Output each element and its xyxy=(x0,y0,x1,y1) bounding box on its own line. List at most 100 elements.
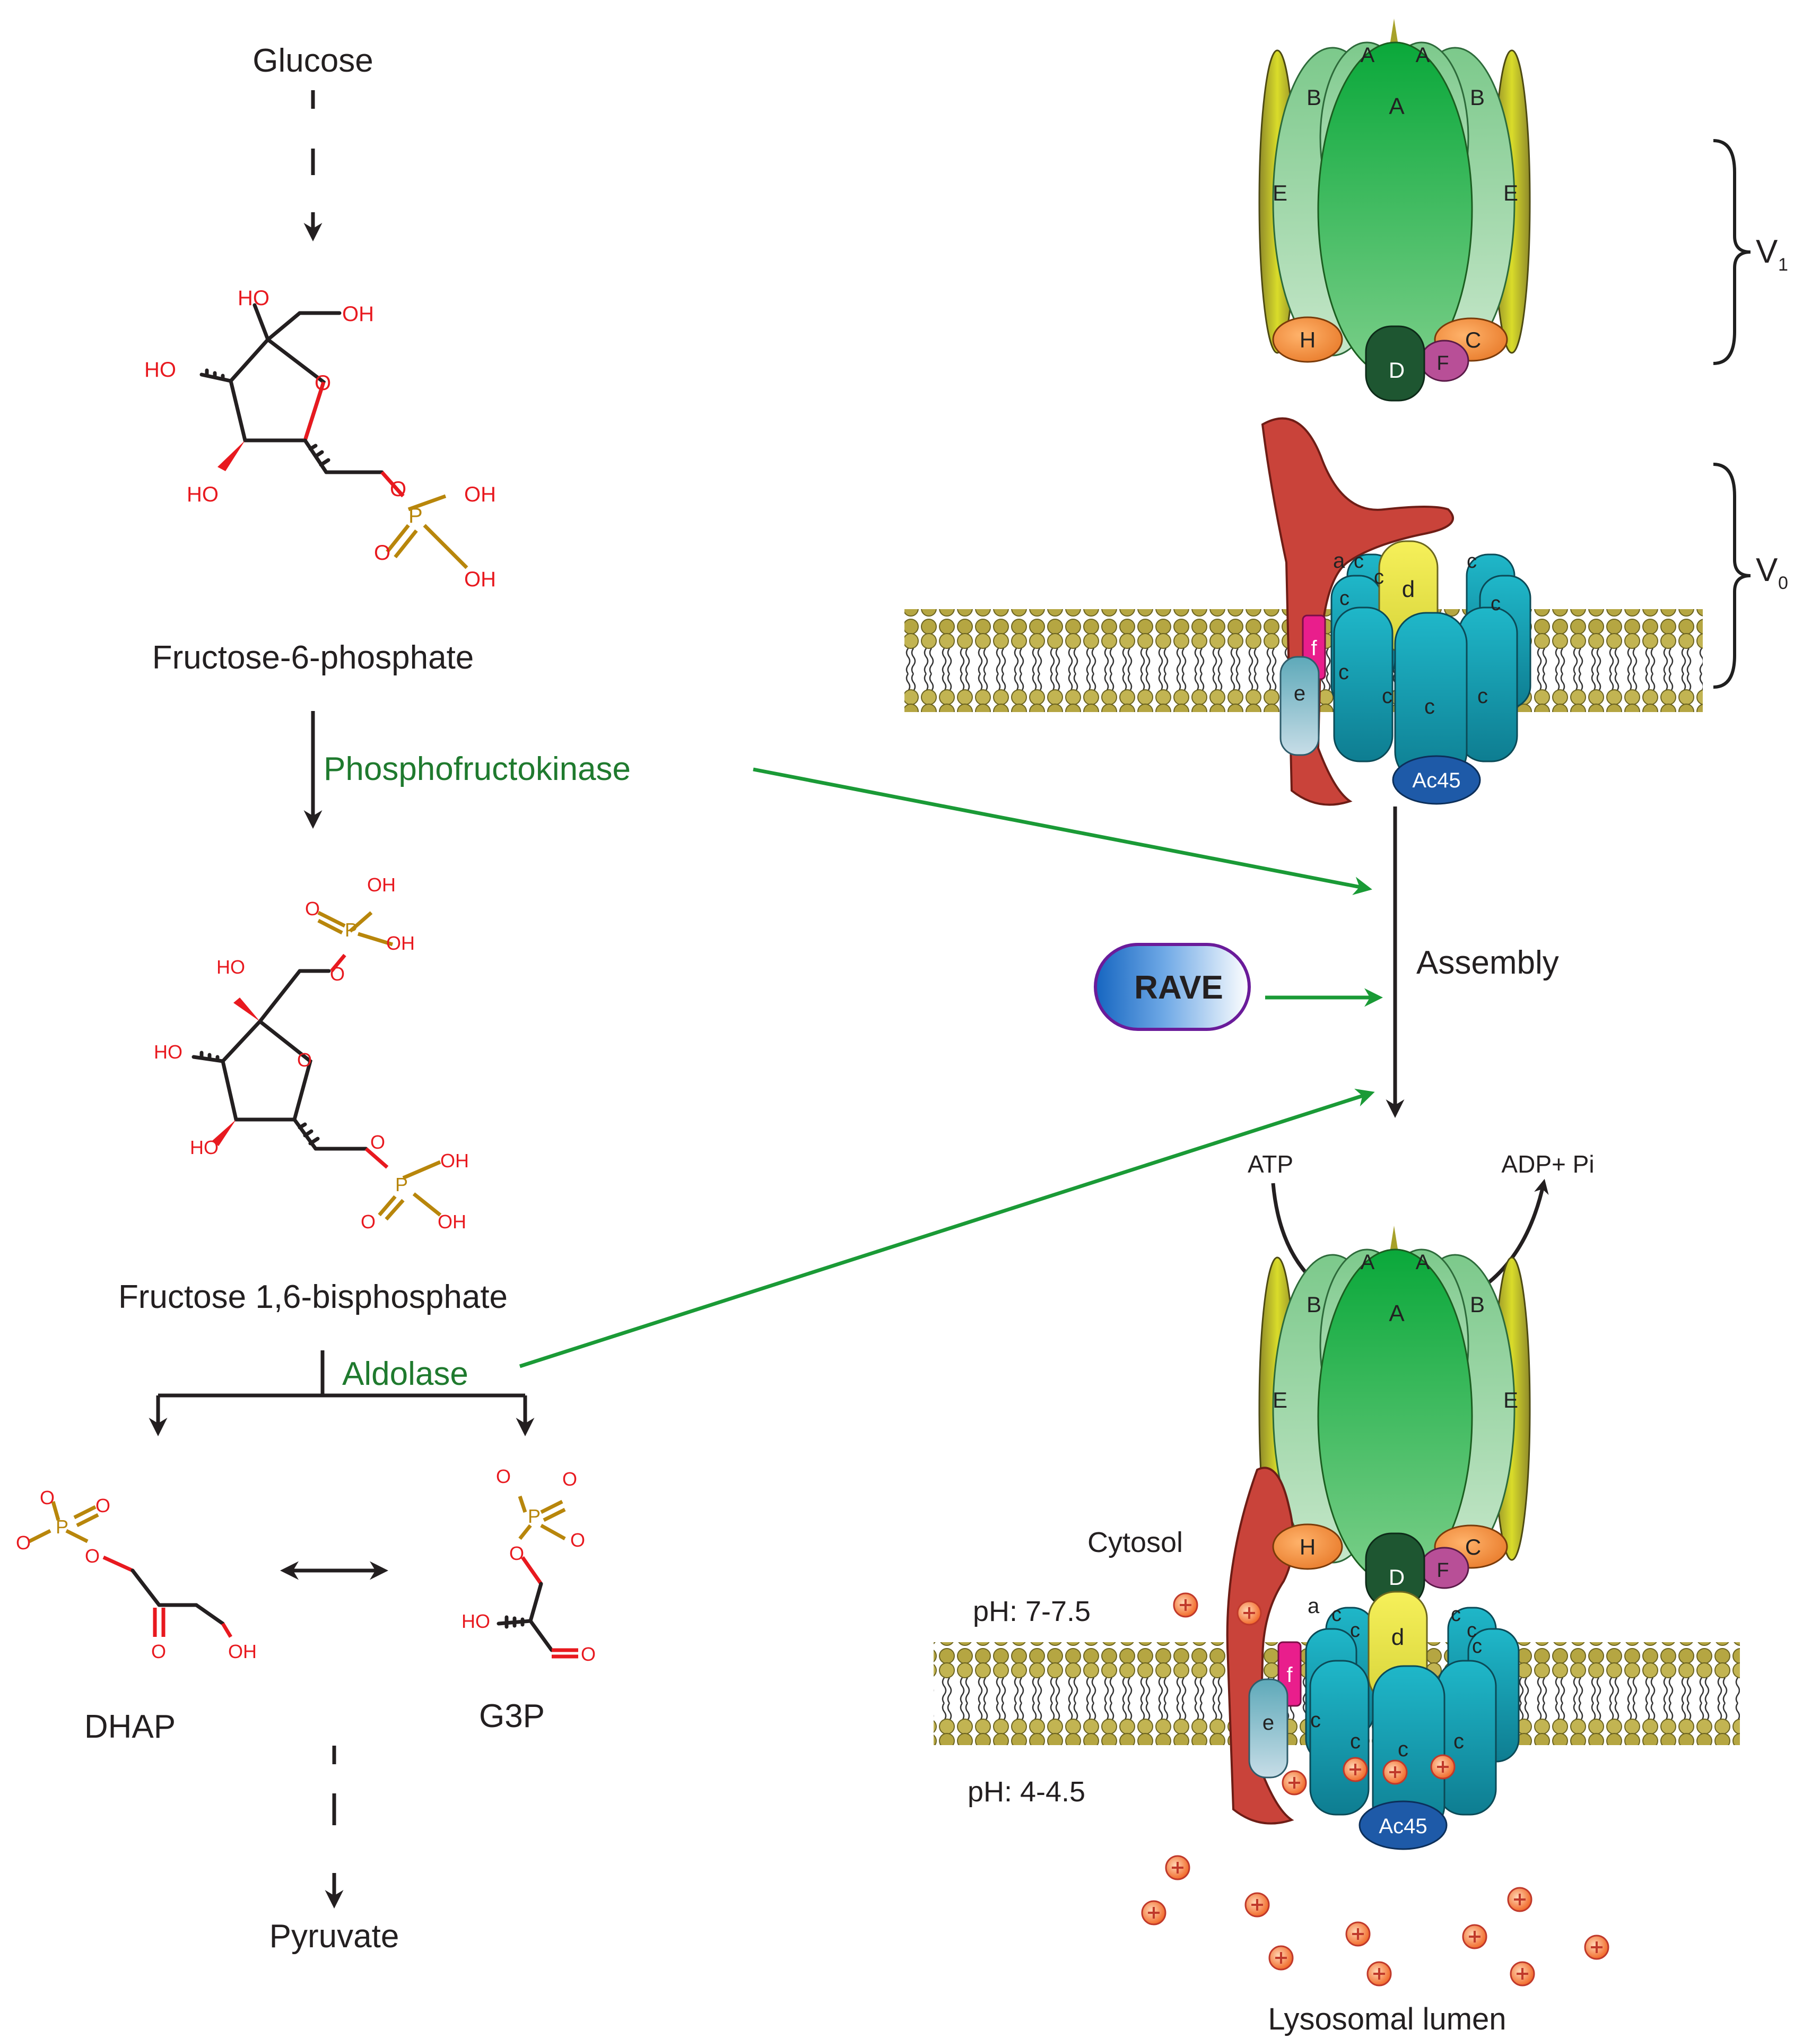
svg-text:c: c xyxy=(1398,1738,1408,1761)
svg-text:f: f xyxy=(1311,637,1317,660)
svg-text:H: H xyxy=(1300,1534,1316,1559)
svg-text:O: O xyxy=(297,1049,312,1071)
svg-text:O: O xyxy=(40,1487,55,1508)
svg-text:c: c xyxy=(1350,1619,1360,1642)
protons xyxy=(1141,1592,1609,1987)
svg-text:c: c xyxy=(1339,587,1349,610)
subunit-e xyxy=(1279,656,1320,756)
svg-text:c: c xyxy=(1467,1619,1477,1642)
svg-text:H: H xyxy=(1300,327,1316,352)
svg-text:OH: OH xyxy=(386,932,415,954)
svg-text:O: O xyxy=(370,1131,385,1153)
svg-text:A: A xyxy=(1389,93,1405,119)
svg-text:HO: HO xyxy=(154,1041,182,1063)
svg-text:e: e xyxy=(1294,682,1305,705)
proton-plus-icon xyxy=(1591,1941,1603,1953)
regulatory-arrows xyxy=(519,767,1383,1368)
svg-text:Ac45: Ac45 xyxy=(1412,769,1460,792)
proton-plus-icon xyxy=(1180,1599,1191,1611)
atp-label: ATP xyxy=(1248,1150,1293,1178)
svg-text:c: c xyxy=(1451,1603,1461,1626)
svg-text:O: O xyxy=(151,1641,166,1662)
v1-domain: A A A B B E E H C D F V 1 xyxy=(1258,19,1788,402)
proton-plus-icon xyxy=(1243,1607,1255,1619)
svg-text:a: a xyxy=(1333,549,1345,573)
svg-text:HO: HO xyxy=(144,358,176,381)
svg-text:c: c xyxy=(1382,684,1392,708)
glucose-label: Glucose xyxy=(252,42,373,79)
svg-text:c: c xyxy=(1331,1603,1342,1626)
pfk-label: Phosphofructokinase xyxy=(324,751,631,787)
svg-text:E: E xyxy=(1503,180,1518,205)
svg-text:c: c xyxy=(1491,593,1501,615)
svg-text:P: P xyxy=(345,919,358,941)
svg-text:O: O xyxy=(581,1643,596,1665)
svg-text:O: O xyxy=(496,1465,511,1487)
svg-text:e: e xyxy=(1262,1711,1274,1735)
svg-text:A: A xyxy=(1389,1300,1405,1326)
svg-text:HO: HO xyxy=(238,287,269,310)
svg-text:HO: HO xyxy=(187,483,219,506)
proton-plus-icon xyxy=(1288,1777,1300,1789)
assembled-vatpase: ATP ADP+ Pi A A A B B E E H xyxy=(934,1150,1740,2036)
proton-plus-icon xyxy=(1469,1931,1481,1942)
v0-brace xyxy=(1713,463,1751,689)
proton-plus-icon xyxy=(1275,1952,1287,1964)
v1-brace xyxy=(1713,139,1751,365)
svg-text:c: c xyxy=(1453,1730,1464,1753)
svg-text:a: a xyxy=(1308,1594,1320,1618)
svg-text:OH: OH xyxy=(440,1150,469,1172)
g3p-label: G3P xyxy=(479,1698,545,1735)
aldolase-to-assembly-arrow xyxy=(519,1088,1375,1368)
svg-text:OH: OH xyxy=(438,1211,466,1233)
rave-complex: RAVE xyxy=(1094,943,1251,1031)
svg-text:c: c xyxy=(1424,695,1435,718)
svg-text:0: 0 xyxy=(1778,573,1788,593)
dhap-label: DHAP xyxy=(84,1709,176,1745)
svg-text:P: P xyxy=(408,504,423,527)
svg-text:P: P xyxy=(56,1516,68,1538)
pfk-to-assembly-arrow xyxy=(753,767,1372,895)
svg-text:c: c xyxy=(1374,566,1384,588)
proton-plus-icon xyxy=(1517,1968,1528,1980)
dhap-structure: O P O O O O OH xyxy=(16,1487,257,1662)
svg-text:V: V xyxy=(1756,233,1778,270)
f6p-bond-ch2 xyxy=(266,311,302,342)
svg-text:HO: HO xyxy=(461,1610,490,1632)
svg-text:O: O xyxy=(361,1211,376,1233)
proton-plus-icon xyxy=(1437,1761,1449,1773)
cytosol-label: Cytosol xyxy=(1087,1527,1183,1558)
svg-text:O: O xyxy=(330,963,345,985)
svg-text:D: D xyxy=(1389,1565,1405,1590)
svg-text:d: d xyxy=(1402,576,1415,602)
svg-text:P: P xyxy=(395,1174,408,1195)
subunit-Ac45 xyxy=(1392,755,1481,805)
svg-text:OH: OH xyxy=(464,483,496,506)
svg-text:B: B xyxy=(1470,1292,1485,1317)
f6p-label: Fructose-6-phosphate xyxy=(152,639,474,676)
svg-text:c: c xyxy=(1338,661,1349,684)
svg-text:V: V xyxy=(1756,552,1778,588)
svg-text:C: C xyxy=(1465,1534,1481,1559)
svg-text:HO: HO xyxy=(190,1137,219,1158)
svg-text:O: O xyxy=(85,1545,100,1567)
proton-plus-icon xyxy=(1148,1907,1160,1919)
lumen-ph-label: pH: 4-4.5 xyxy=(968,1776,1085,1808)
svg-text:E: E xyxy=(1503,1387,1518,1412)
svg-text:B: B xyxy=(1307,85,1321,110)
rave-label: RAVE xyxy=(1134,969,1223,1006)
f16bp-label: Fructose 1,6-bisphosphate xyxy=(118,1279,508,1315)
svg-text:O: O xyxy=(95,1495,110,1516)
adp-label: ADP+ Pi xyxy=(1501,1150,1594,1178)
proton-plus-icon xyxy=(1389,1766,1401,1778)
svg-text:OH: OH xyxy=(367,874,396,896)
svg-text:O: O xyxy=(315,371,331,395)
proton-plus-icon xyxy=(1352,1928,1364,1940)
svg-text:c: c xyxy=(1467,550,1477,573)
svg-text:HO: HO xyxy=(216,956,245,978)
v0-domain: c c c c c d c c c c a f e Ac45 V 0 xyxy=(904,417,1788,806)
svg-text:d: d xyxy=(1391,1624,1404,1650)
subunit-H xyxy=(1272,316,1343,363)
f16bp-structure: OH P O OH O HO HO O HO O P OH O OH xyxy=(154,874,469,1233)
svg-text:O: O xyxy=(509,1542,524,1564)
